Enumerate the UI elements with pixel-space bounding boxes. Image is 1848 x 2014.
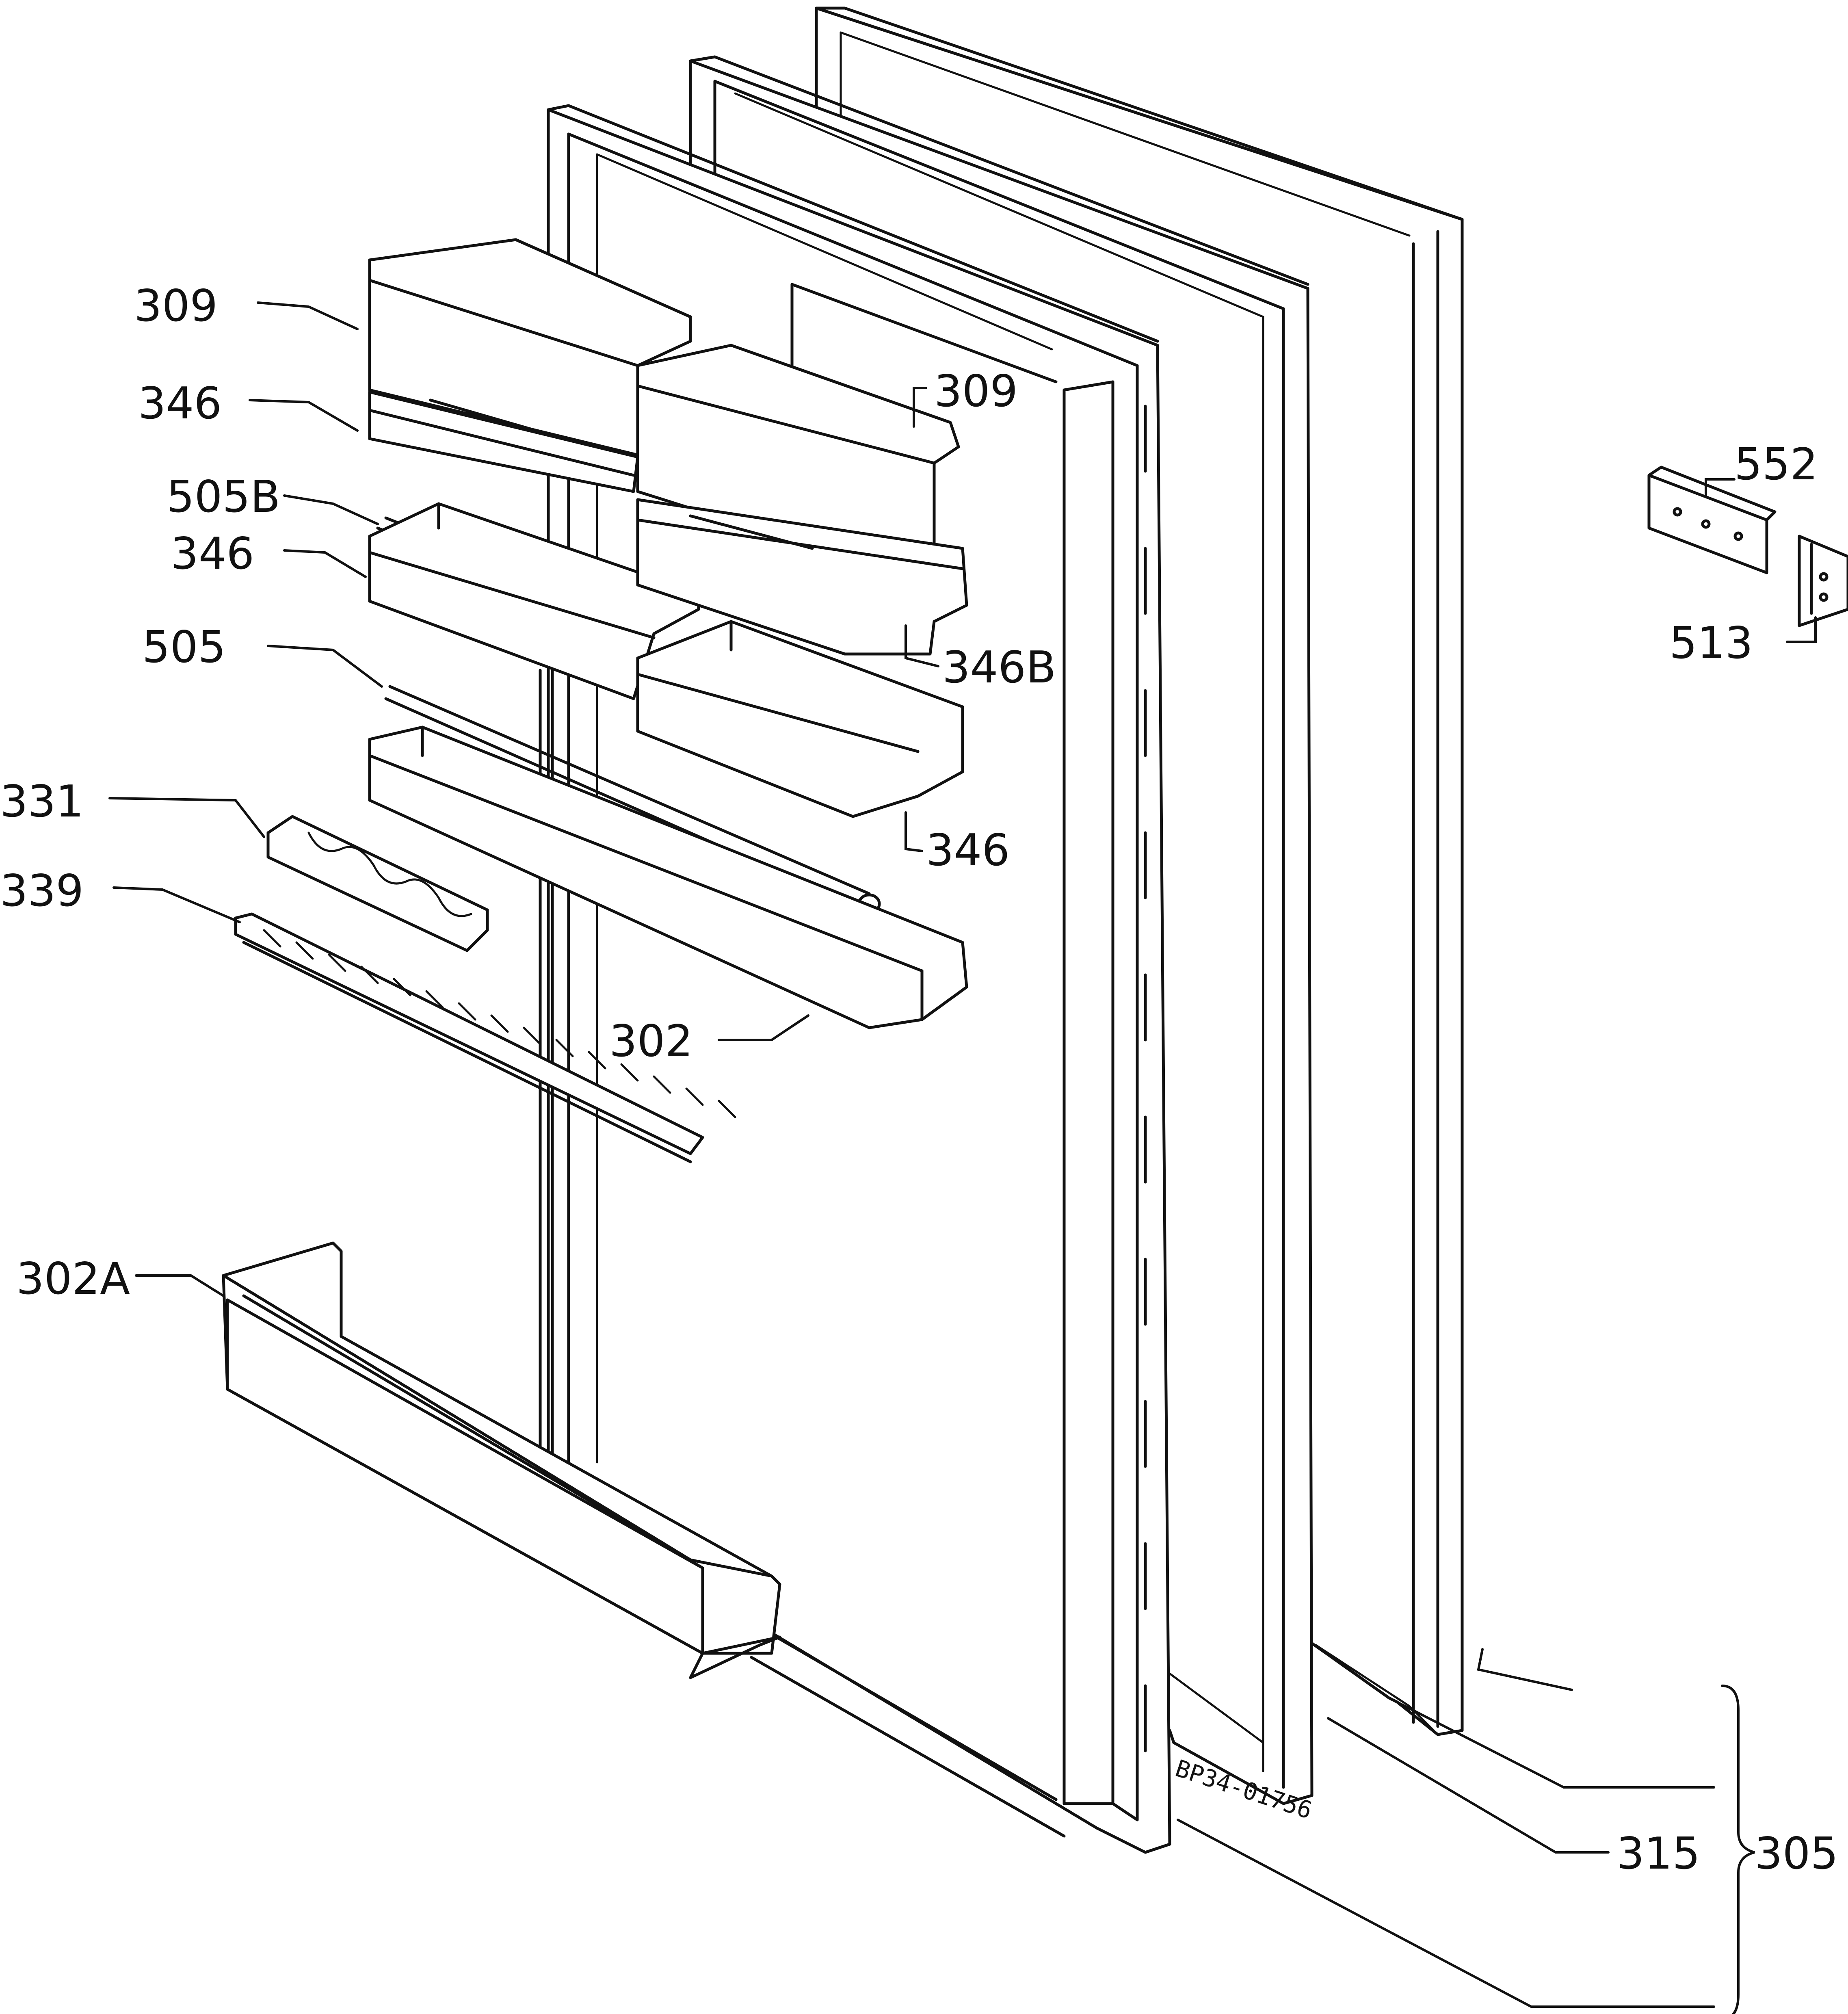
part-346-b bbox=[368, 502, 700, 700]
callout-331: 331 bbox=[0, 776, 84, 827]
part-552-bracket bbox=[1647, 466, 1777, 574]
callout-346-c: 346 bbox=[926, 825, 1010, 876]
callout-309-left: 309 bbox=[134, 281, 218, 331]
leader-lines bbox=[108, 301, 1817, 2008]
callout-302: 302 bbox=[609, 1016, 693, 1067]
callout-505: 505 bbox=[142, 622, 226, 673]
part-331-clip bbox=[266, 815, 489, 952]
part-346-a bbox=[368, 390, 639, 493]
part-339-rack bbox=[234, 912, 736, 1163]
callout-505b: 505B bbox=[167, 472, 280, 522]
brace-305 bbox=[1721, 1685, 1755, 2014]
callout-552: 552 bbox=[1734, 439, 1818, 490]
callout-513: 513 bbox=[1669, 618, 1753, 669]
callout-339: 339 bbox=[0, 866, 84, 916]
callout-labels: 309 346 505B 346 505 331 339 302A 309 34… bbox=[0, 281, 1838, 1879]
callout-302a: 302A bbox=[16, 1254, 130, 1304]
part-346-c bbox=[636, 620, 964, 818]
callout-346-b: 346 bbox=[171, 528, 254, 579]
callout-315: 315 bbox=[1616, 1828, 1700, 1879]
callout-346b: 346B bbox=[942, 642, 1056, 693]
part-513-hinge bbox=[1798, 535, 1848, 627]
part-346b bbox=[636, 498, 968, 656]
callout-309-right: 309 bbox=[934, 366, 1018, 417]
part-302a-bin bbox=[222, 1241, 781, 1679]
callout-346-a: 346 bbox=[138, 378, 222, 429]
part-302-bin bbox=[368, 725, 968, 1029]
callout-305: 305 bbox=[1755, 1828, 1838, 1879]
